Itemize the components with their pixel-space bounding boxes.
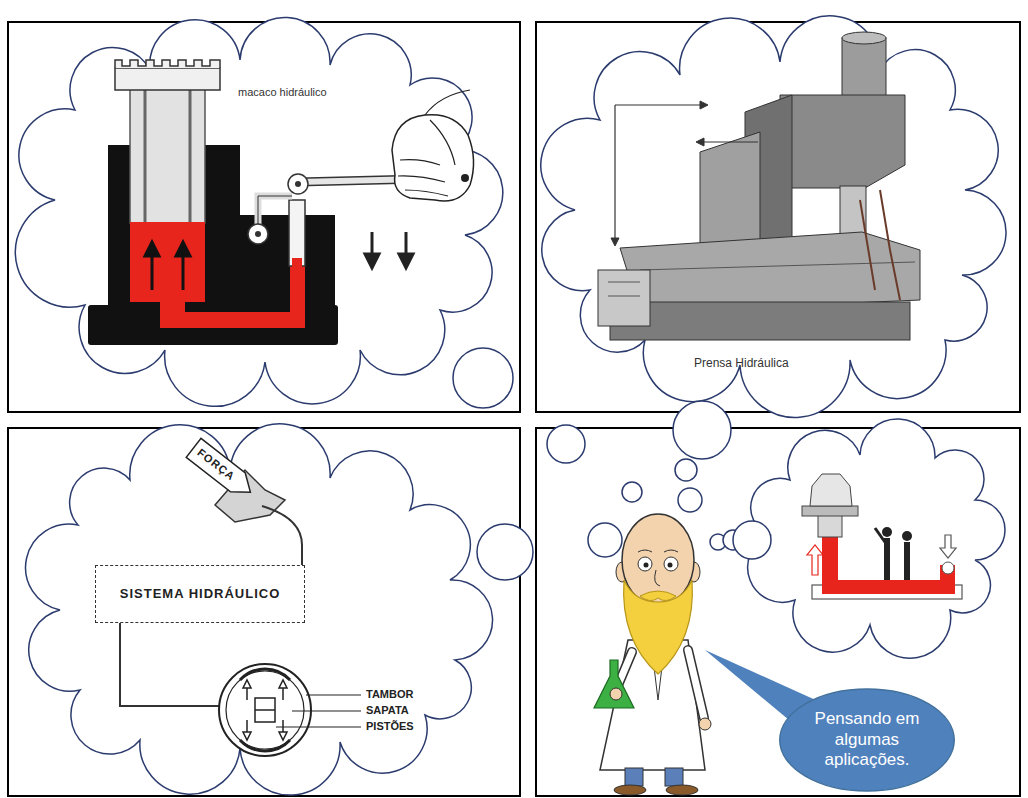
node-text-group: SISTEMA HIDRÁULICO xyxy=(120,586,281,602)
thought-clouds xyxy=(15,16,1006,795)
part-label: PISTÕES xyxy=(366,720,414,733)
thought-bubbles xyxy=(453,348,771,580)
ellipse-shape xyxy=(780,689,954,791)
panel-frames xyxy=(8,22,1020,796)
leader-lines xyxy=(276,695,361,727)
part-label: macaco hidráulico xyxy=(238,86,327,99)
node-label: SISTEMA HIDRÁULICO xyxy=(120,586,281,602)
part-label: TAMBOR xyxy=(366,688,413,701)
node-text-area: SISTEMA HIDRÁULICO xyxy=(96,566,304,622)
arrow-shape xyxy=(186,438,258,501)
part-label: Prensa Hidráulica xyxy=(694,356,789,370)
node-text-area: Pensando em algumas aplicações. xyxy=(778,688,956,792)
part-label: SAPATA xyxy=(366,704,409,717)
hydraulic-press xyxy=(598,32,920,340)
hydraulic-lift xyxy=(802,474,962,599)
system-box: SISTEMA HIDRÁULICO xyxy=(95,565,305,623)
node-label: Pensando em algumas aplicações. xyxy=(807,709,927,770)
node-text-group: Pensando em algumas aplicações. xyxy=(807,709,927,770)
speech-bubble: Pensando em algumas aplicações. xyxy=(778,688,956,792)
hydraulic-jack xyxy=(88,60,474,345)
professor-figure xyxy=(594,514,711,795)
